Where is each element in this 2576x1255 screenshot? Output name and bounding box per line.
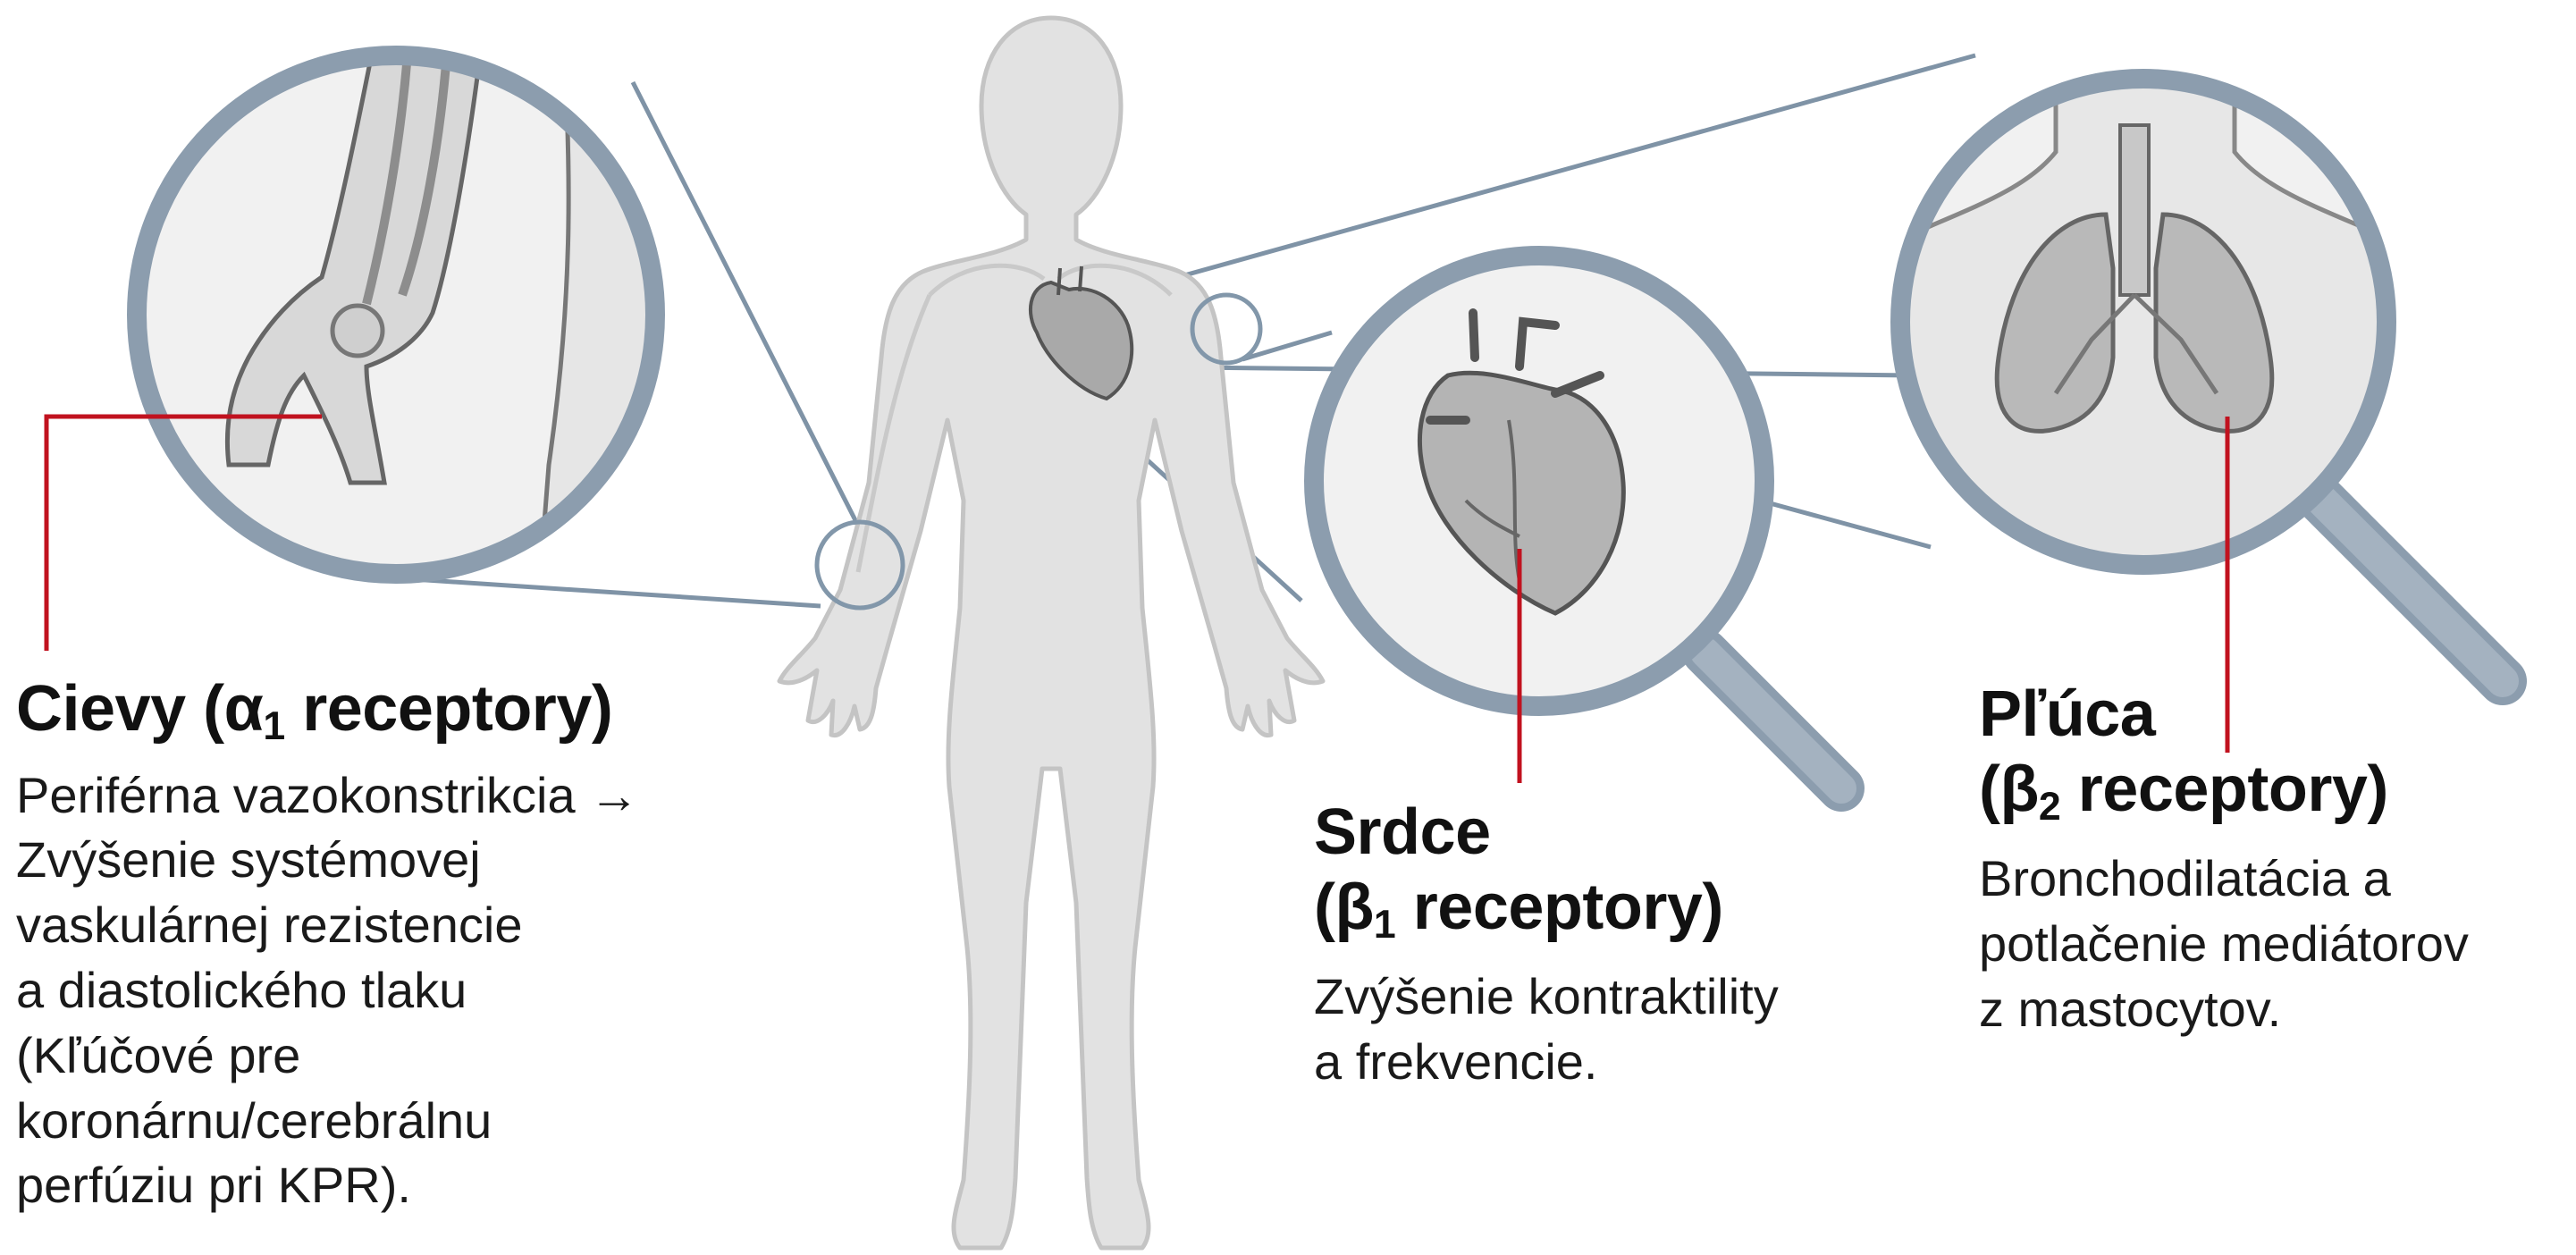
vessels-callout: Cievy (α1 receptory) Periférna vazokonst… [16,672,821,1218]
heart-description: Zvýšenie kontraktility a frekvencie. [1314,964,1957,1095]
vessels-line: vaskulárnej rezistencie [16,897,522,953]
vessels-line: Zvýšenie systémovej [16,831,481,888]
vessels-line: koronárnu/cerebrálnu [16,1092,492,1149]
lungs-line: z mastocytov. [1979,981,2281,1037]
human-body-silhouette [779,18,1323,1248]
heart-title: Srdce(β1 receptory) [1314,796,1957,945]
heart-magnifier [1314,256,1841,788]
lungs-magnifier [1877,79,2503,681]
heart-line: Zvýšenie kontraktility [1314,968,1779,1024]
lungs-description: Bronchodilatácia a potlačenie mediátorov… [1979,846,2576,1041]
vessels-title: Cievy (α1 receptory) [16,672,821,747]
lungs-line: Bronchodilatácia a [1979,850,2391,906]
heart-callout: Srdce(β1 receptory) Zvýšenie kontraktili… [1314,796,1957,1095]
lungs-line: potlačenie mediátorov [1979,915,2469,972]
vessels-line: perfúziu pri KPR). [16,1157,411,1213]
lungs-title: Pľúca(β2 receptory) [1979,678,2576,827]
vessels-line: Periférna vazokonstrikcia → [16,767,639,823]
vessels-line: a diastolického tlaku [16,962,467,1018]
heart-line: a frekvencie. [1314,1033,1598,1090]
vessels-line: (Kľúčové pre [16,1027,300,1083]
vessels-magnifier [137,36,679,626]
vessels-description: Periférna vazokonstrikcia → Zvýšenie sys… [16,763,821,1219]
lungs-callout: Pľúca(β2 receptory) Bronchodilatácia a p… [1979,678,2576,1041]
